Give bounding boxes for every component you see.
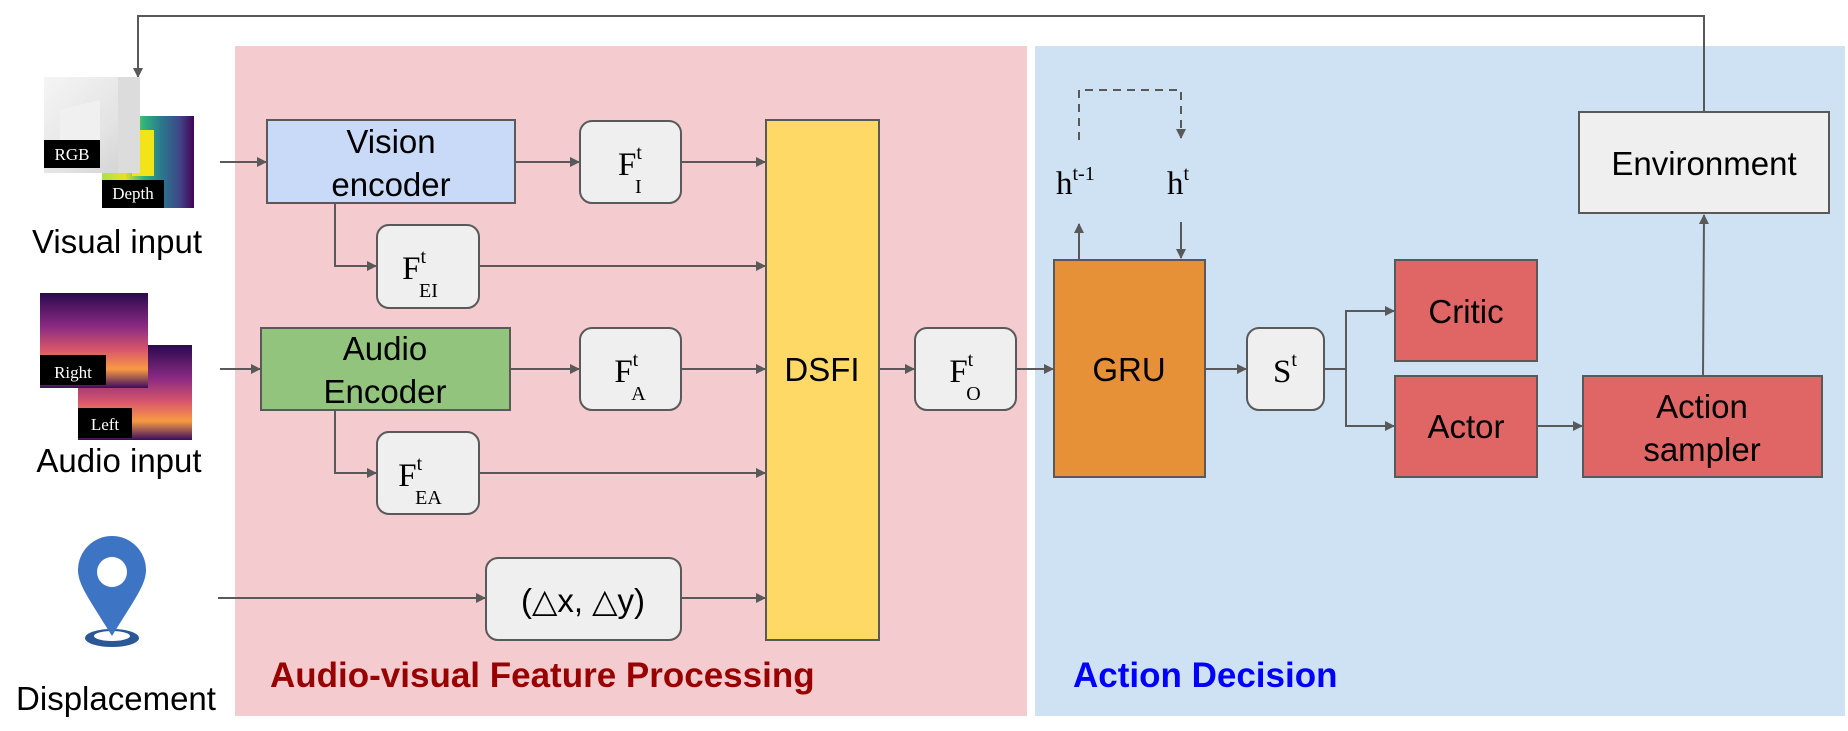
fi-sub: I: [635, 176, 642, 198]
displacement-label: Displacement: [16, 680, 216, 717]
vision-encoder-box: [266, 119, 516, 204]
h-prev-base: h: [1056, 166, 1073, 202]
gru-label: GRU: [1092, 351, 1165, 388]
visual-input-label: Visual input: [32, 223, 202, 260]
rgb-tag: RGB: [55, 145, 90, 164]
action-sampler-box: [1582, 375, 1823, 478]
vision-encoder-line1: Vision: [346, 123, 435, 160]
feature-panel-title: Audio-visual Feature Processing: [270, 656, 815, 695]
state-base: S: [1273, 354, 1291, 390]
state-to-actor-arrow: [1345, 369, 1395, 431]
gru-box: [1053, 259, 1206, 478]
fa-sup: t: [633, 349, 639, 371]
environment-box: [1578, 111, 1830, 214]
state-to-critic-arrow: [1324, 306, 1395, 370]
action-sampler-line1: Action: [1656, 388, 1748, 425]
recurrence-dashed-line: [1078, 89, 1186, 140]
svg-text:ht: ht: [1167, 163, 1190, 202]
fo-base: F: [949, 354, 967, 390]
fei-base: F: [402, 251, 420, 287]
dsfi-label: DSFI: [784, 351, 859, 388]
critic-box: [1394, 259, 1538, 362]
h-prev-sup: t-1: [1073, 163, 1095, 185]
svg-text:ht-1: ht-1: [1056, 163, 1095, 202]
fei-sup: t: [420, 246, 426, 268]
vision-encoder-line2: encoder: [331, 166, 450, 203]
fi-base: F: [618, 147, 636, 183]
feedback-loop-line: [133, 15, 1705, 112]
actor-label: Actor: [1427, 408, 1504, 445]
fa-base: F: [614, 354, 632, 390]
critic-label: Critic: [1428, 293, 1503, 330]
dsfi-box: [765, 119, 880, 641]
audio-encoder-box: [260, 327, 511, 411]
svg-text:St: St: [1273, 349, 1297, 390]
right-tag: Right: [54, 363, 92, 382]
depth-tag: Depth: [112, 184, 154, 203]
svg-text:FtA: FtA: [614, 349, 646, 405]
fei-sub: EI: [419, 280, 438, 302]
action-sampler-line2: sampler: [1643, 431, 1760, 468]
fea-sup: t: [417, 453, 423, 475]
audio-encoder-line1: Audio: [343, 330, 427, 367]
environment-label: Environment: [1611, 145, 1796, 182]
fea-sub: EA: [415, 487, 442, 509]
left-tag: Left: [91, 415, 120, 434]
audio-input-images: Right Left: [40, 293, 192, 440]
fea-base: F: [398, 458, 416, 494]
sampler-to-environment-arrow: [1698, 214, 1709, 377]
h-curr-base: h: [1167, 166, 1184, 202]
audio-input-label: Audio input: [36, 442, 201, 479]
state-sup: t: [1291, 349, 1297, 371]
fo-sup: t: [968, 349, 974, 371]
svg-text:FtO: FtO: [949, 349, 980, 405]
decision-panel-title: Action Decision: [1073, 656, 1337, 695]
map-pin-icon: [78, 535, 146, 647]
vision-to-fei-arrow: [334, 203, 377, 271]
displacement-box-label: (△x, △y): [521, 582, 645, 619]
visual-input-images: RGB Depth: [44, 77, 194, 208]
h-curr-sup: t: [1184, 163, 1190, 185]
audio-encoder-line2: Encoder: [324, 373, 447, 410]
fa-sub: A: [631, 383, 646, 405]
svg-text:FtI: FtI: [618, 142, 642, 198]
fi-sup: t: [636, 142, 642, 164]
audio-to-fea-arrow: [334, 410, 377, 478]
fo-sub: O: [966, 383, 980, 405]
